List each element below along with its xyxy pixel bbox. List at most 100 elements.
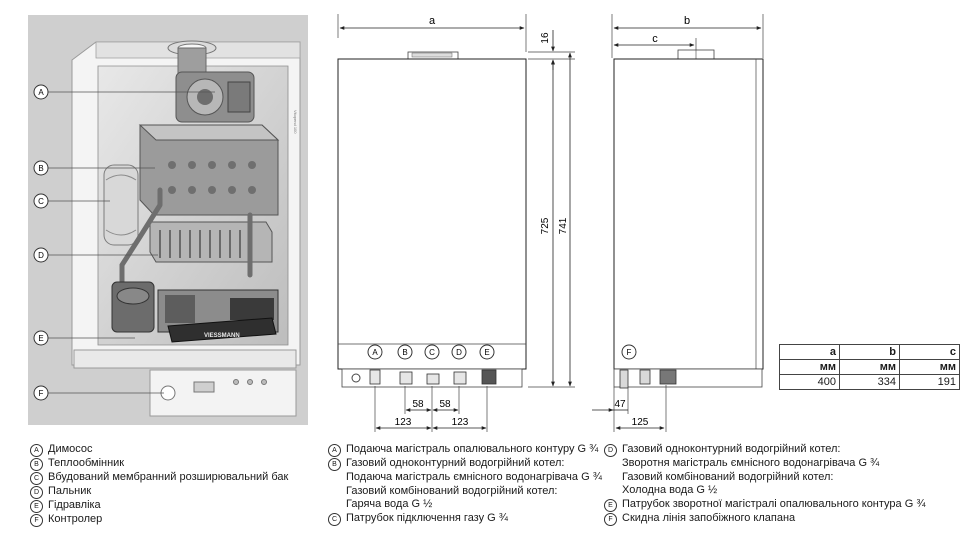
dim-height-total: 741 bbox=[558, 217, 569, 234]
front-conn-c: C bbox=[424, 344, 440, 360]
table-unit-a: мм bbox=[779, 359, 840, 375]
dim-spacing-123-left: 123 bbox=[395, 417, 412, 428]
svg-text:D: D bbox=[456, 348, 462, 357]
callout-b: B bbox=[33, 160, 49, 176]
svg-text:A: A bbox=[372, 348, 378, 357]
dim-spacing-58-right: 58 bbox=[439, 399, 451, 410]
legend-text: Скидна лінія запобіжного клапана bbox=[622, 511, 796, 524]
callout-d: D bbox=[33, 247, 49, 263]
callout-c: C bbox=[33, 193, 49, 209]
front-conn-b: B bbox=[397, 344, 413, 360]
table-header-b: b bbox=[839, 344, 900, 360]
legend-key: D bbox=[30, 486, 43, 499]
callout-badges: A B C D E F bbox=[33, 84, 49, 401]
table-value-c: 191 bbox=[899, 374, 960, 390]
dim-top-offset: 16 bbox=[540, 32, 551, 44]
legend-text: Гідравліка bbox=[48, 499, 101, 511]
table-unit-b: мм bbox=[839, 359, 900, 375]
fan-unit bbox=[175, 71, 255, 123]
legend-item: B Газовий одноконтурний водогрійний котел… bbox=[328, 457, 602, 471]
legend-key: A bbox=[328, 444, 341, 457]
dim-height-inner: 725 bbox=[540, 217, 551, 234]
legend-item: C Патрубок підключення газу G ¾ bbox=[328, 512, 602, 526]
legend-text: Теплообмінник bbox=[48, 457, 125, 469]
front-connection-labels: A B C D E bbox=[367, 344, 495, 360]
front-conn-a: A bbox=[367, 344, 383, 360]
legend-text: Подаюча магістраль опалювального контуру… bbox=[346, 443, 599, 455]
legend-key: F bbox=[30, 514, 43, 527]
legend-item: F Контролер bbox=[30, 513, 288, 527]
callout-f: F bbox=[33, 385, 49, 401]
legend-key: B bbox=[328, 458, 341, 471]
dim-spacing-58-left: 58 bbox=[412, 399, 424, 410]
svg-text:A: A bbox=[38, 88, 44, 97]
side-view-drawing: b c F 47 125 bbox=[592, 14, 764, 432]
dim-spacing-47: 47 bbox=[614, 399, 626, 410]
legend-key: A bbox=[30, 444, 43, 457]
legend-item: F Скидна лінія запобіжного клапана bbox=[604, 512, 926, 526]
svg-text:D: D bbox=[38, 251, 44, 260]
hydraulic-block: VIESSMANN bbox=[111, 281, 279, 343]
brand-label: VIESSMANN bbox=[204, 333, 240, 339]
legend-subline: Газовий комбінований водогрійний котел: bbox=[346, 484, 558, 497]
legend-key: F bbox=[604, 512, 617, 526]
front-view-drawing: a A B C D E 16 725 bbox=[337, 14, 575, 432]
legend-key: C bbox=[328, 512, 341, 526]
table-unit-c: мм bbox=[899, 359, 960, 375]
side-conn-f: F bbox=[621, 344, 637, 360]
expansion-vessel bbox=[103, 164, 139, 246]
heat-exchanger bbox=[138, 124, 280, 216]
legend-text: Вбудований мембранний розширювальний бак bbox=[48, 471, 289, 483]
legend-key: E bbox=[604, 498, 617, 512]
legend-key: E bbox=[30, 500, 43, 513]
legend-item: A Подаюча магістраль опалювального контур… bbox=[328, 443, 602, 457]
callout-leaders bbox=[48, 91, 215, 394]
dimensions-table: a b c мм мм мм 400 334 191 bbox=[779, 344, 960, 390]
table-header-a: a bbox=[779, 344, 840, 360]
legend-subline: Зворотня магістраль ємнісного водонагрів… bbox=[622, 457, 880, 469]
front-casing bbox=[337, 58, 527, 370]
dim-spacing-123-right: 123 bbox=[452, 417, 469, 428]
legend-text: Патрубок зворотної магістралі опалювальн… bbox=[622, 497, 926, 510]
legend-subline: Холодна вода G ½ bbox=[622, 484, 718, 496]
burner bbox=[149, 221, 273, 263]
legend-item: E Патрубок зворотної магістралі опалюваль… bbox=[604, 498, 926, 512]
legend-text: Контролер bbox=[48, 513, 103, 525]
boiler-cutaway-illustration: VIESSMANN Vitopend 100 A B C D bbox=[28, 15, 308, 425]
legend-connections-1: A Подаюча магістраль опалювального контур… bbox=[328, 443, 602, 526]
front-conn-d: D bbox=[451, 344, 467, 360]
front-conn-e: E bbox=[479, 344, 495, 360]
legend-subline: Газовий комбінований водогрійний котел: bbox=[622, 470, 834, 483]
legend-text: Патрубок підключення газу G ¾ bbox=[346, 511, 508, 524]
dim-b-label: b bbox=[684, 15, 690, 27]
table-value-b: 334 bbox=[839, 374, 900, 390]
table-value-a: 400 bbox=[779, 374, 840, 390]
legend-item: B Теплообмінник bbox=[30, 457, 288, 471]
front-connections bbox=[369, 369, 497, 385]
svg-text:E: E bbox=[484, 348, 489, 357]
legend-text: Газовий одноконтурний водогрійний котел: bbox=[346, 457, 565, 469]
svg-text:C: C bbox=[38, 197, 44, 206]
legend-key: B bbox=[30, 458, 43, 471]
svg-text:F: F bbox=[627, 348, 632, 357]
dim-a-label: a bbox=[429, 15, 436, 27]
callout-e: E bbox=[33, 330, 49, 346]
legend-subline: Гаряча вода G ½ bbox=[346, 498, 433, 510]
svg-text:F: F bbox=[39, 389, 44, 398]
side-casing bbox=[613, 58, 764, 370]
legend-item: E Гідравліка bbox=[30, 499, 288, 513]
legend-subline: Подаюча магістраль ємнісного водонагріва… bbox=[346, 471, 602, 483]
legend-key: D bbox=[604, 444, 617, 457]
control-panel bbox=[73, 349, 297, 417]
dim-spacing-125: 125 bbox=[632, 417, 649, 428]
svg-text:B: B bbox=[38, 164, 43, 173]
callout-a: A bbox=[33, 84, 49, 100]
svg-text:C: C bbox=[429, 348, 435, 357]
